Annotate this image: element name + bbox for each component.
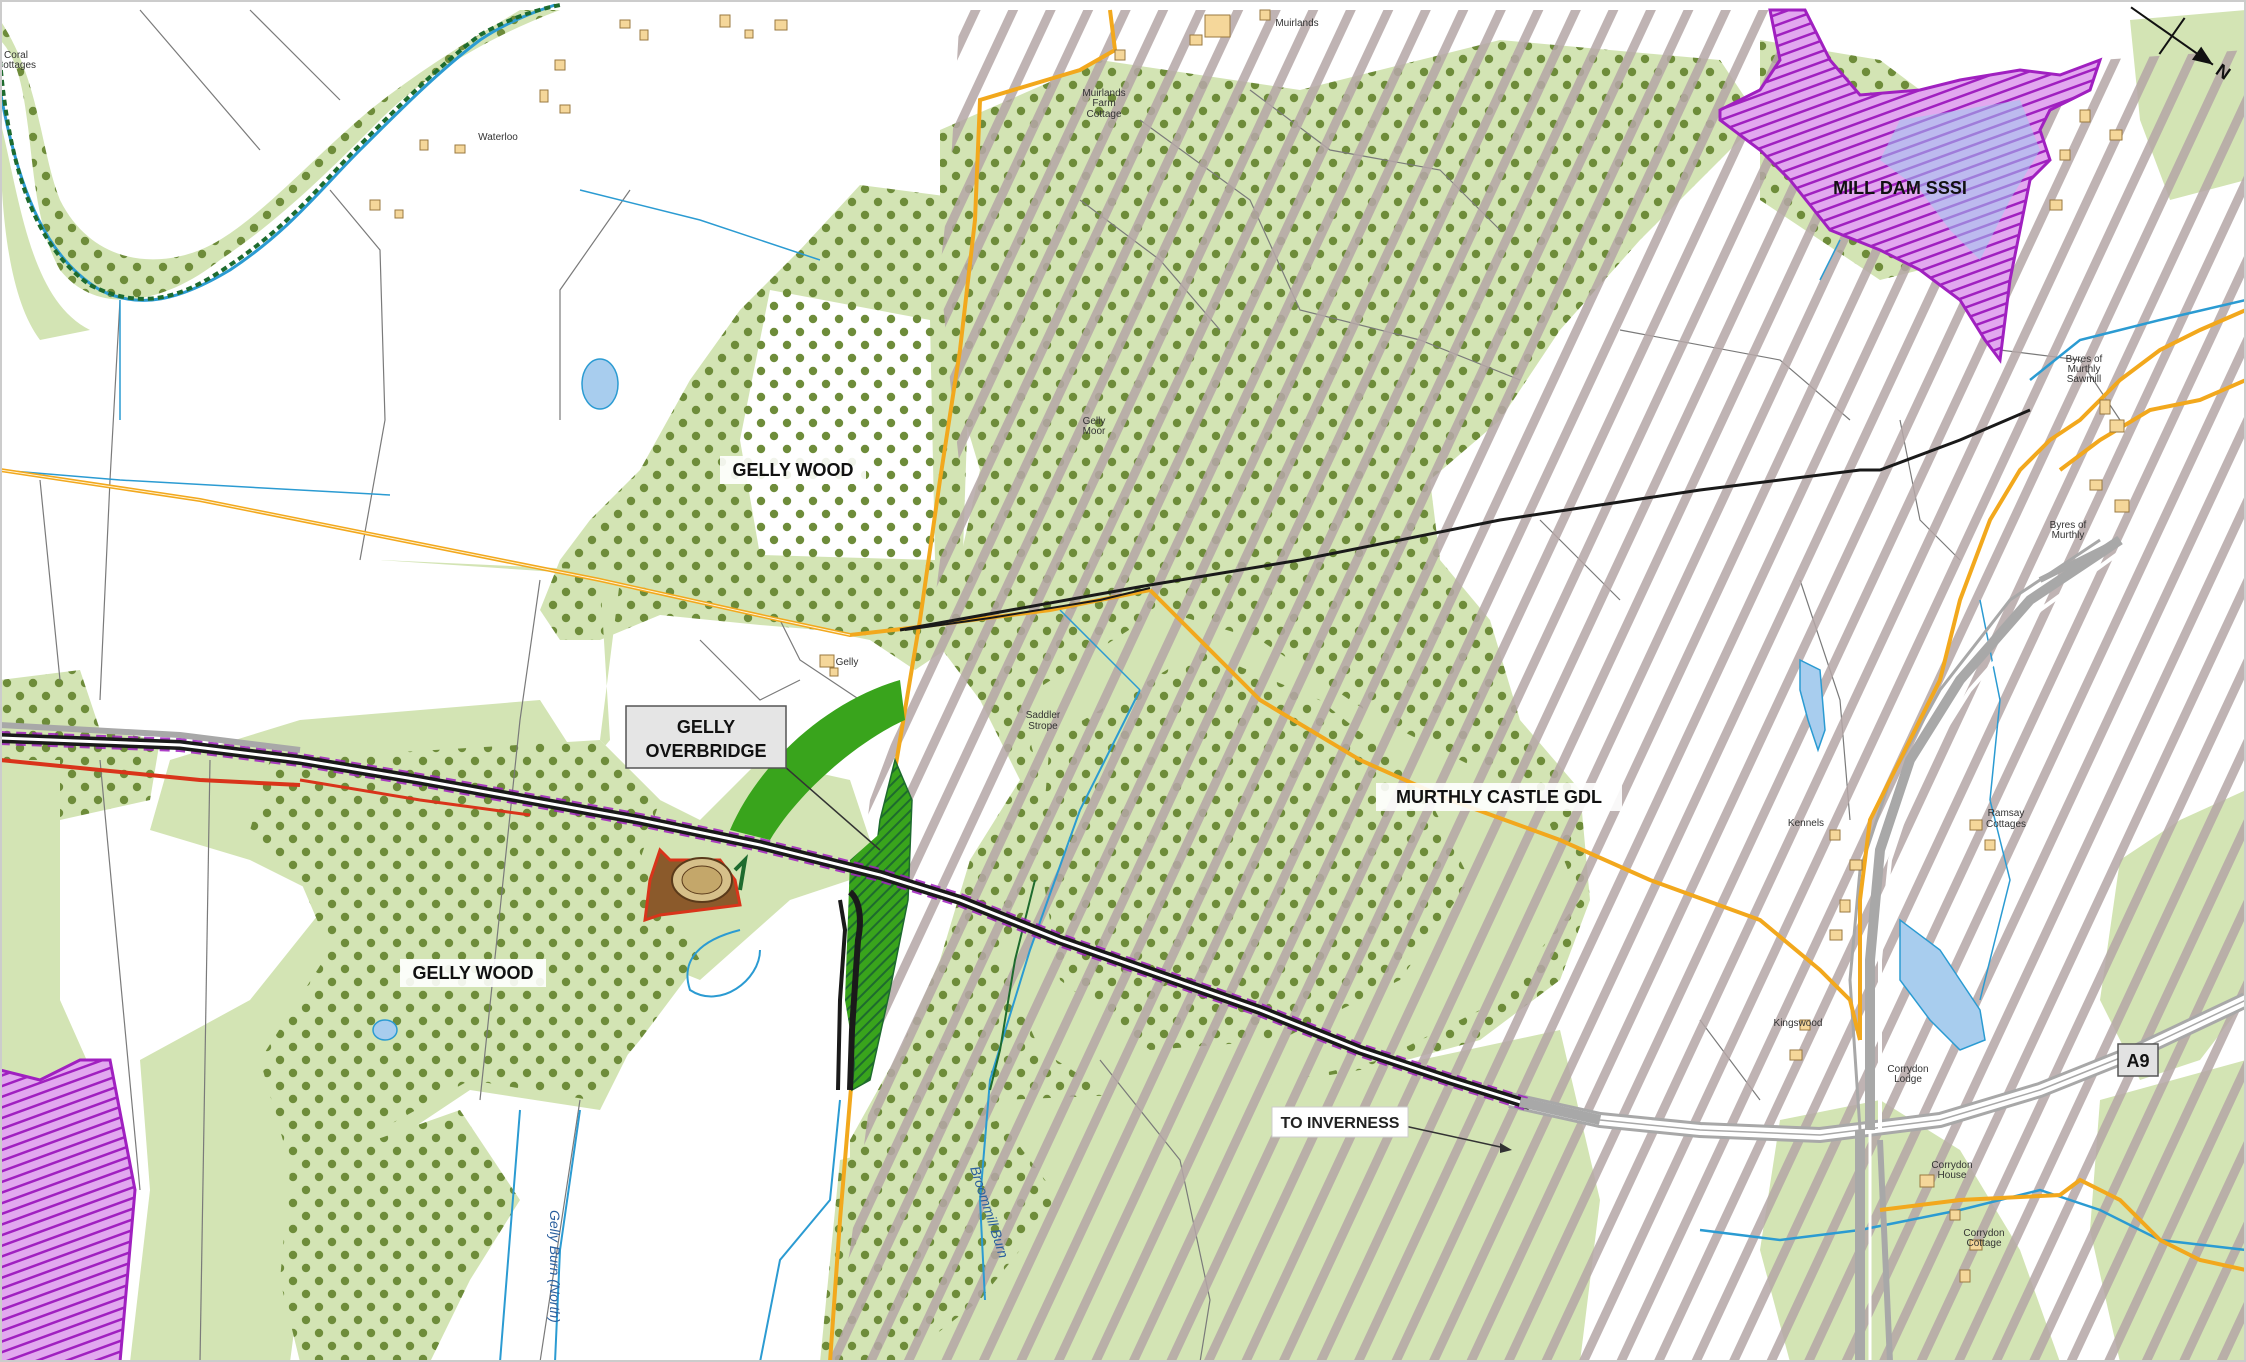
label-gelly-wood-south: GELLY WOOD: [400, 959, 546, 987]
sssi-sw: [0, 1058, 137, 1362]
stream-south: [759, 1099, 841, 1362]
svg-text:Cottages: Cottages: [1986, 819, 2026, 830]
to-inverness-arrow: [1399, 1124, 1512, 1153]
svg-text:Muirlands: Muirlands: [1082, 88, 1125, 99]
track-route: [899, 408, 2031, 632]
svg-text:Kingswood: Kingswood: [1774, 1018, 1823, 1029]
road-east: [1148, 588, 1862, 1041]
proposed-alignment: [0, 722, 1602, 1125]
water-features: [0, 3, 2246, 1362]
buildings: [369, 9, 2130, 1283]
svg-text:Strope: Strope: [1028, 721, 1058, 732]
woodland-pale-nw: [0, 120, 90, 340]
svg-text:GELLY WOOD: GELLY WOOD: [412, 963, 533, 983]
pond-central: [1799, 658, 1826, 753]
gdl-boundary-hatch: [830, 10, 2246, 1362]
stream-sssi: [1819, 239, 1841, 281]
svg-text:Cottage: Cottage: [1966, 1238, 2001, 1249]
place-names: Coral Cottages Waterloo Muirlands Muirla…: [0, 18, 2103, 1249]
svg-text:Moor: Moor: [1083, 426, 1106, 437]
a9-road-shield: A9: [2117, 1043, 2159, 1077]
svg-text:Waterloo: Waterloo: [478, 132, 518, 143]
svg-text:Byres of: Byres of: [2066, 354, 2103, 365]
svg-text:Gelly: Gelly: [836, 657, 859, 668]
svg-text:Saddler: Saddler: [1026, 710, 1061, 721]
road-casing: [0, 469, 851, 636]
svg-text:Gelly: Gelly: [1083, 416, 1106, 427]
svg-text:MILL DAM SSSI: MILL DAM SSSI: [1833, 178, 1967, 198]
svg-text:Muirlands: Muirlands: [1275, 18, 1318, 29]
svg-text:A9: A9: [2126, 1051, 2149, 1071]
sssi-mill-dam: [1718, 8, 2103, 364]
svg-text:Corrydon: Corrydon: [1887, 1064, 1928, 1075]
svg-text:Kennels: Kennels: [1788, 818, 1824, 829]
svg-text:Murthly: Murthly: [2068, 364, 2101, 375]
svg-text:Murthly: Murthly: [2052, 530, 2085, 541]
pond-west: [581, 358, 619, 410]
label-gelly-burn: Gelly Burn (North): [547, 1210, 563, 1323]
overbridge-embankment-north: [730, 680, 905, 840]
woodland-riverside-nw: [0, 10, 560, 300]
label-murthly-castle-gdl: MURTHLY CASTLE GDL: [1376, 783, 1622, 811]
callout-to-inverness: TO INVERNESS: [1271, 1106, 1409, 1138]
svg-text:House: House: [1938, 1170, 1967, 1181]
svg-text:Byres of: Byres of: [2050, 520, 2087, 531]
pond-gelly-wood: [372, 1019, 398, 1041]
broommill-burn: [978, 689, 1141, 1301]
gelly-burn: [499, 929, 761, 1362]
woodland-gelly-north-clearing: [740, 290, 935, 560]
svg-text:Lodge: Lodge: [1894, 1074, 1922, 1085]
stream-east: [1979, 599, 2011, 1001]
svg-text:OVERBRIDGE: OVERBRIDGE: [645, 741, 766, 761]
svg-text:Corrydon: Corrydon: [1963, 1228, 2004, 1239]
svg-text:GELLY WOOD: GELLY WOOD: [732, 460, 853, 480]
callout-gelly-overbridge: GELLY OVERBRIDGE: [625, 705, 787, 769]
svg-text:Sawmill: Sawmill: [2067, 374, 2101, 385]
river-nw-path: [0, 3, 561, 301]
svg-text:Coral: Coral: [4, 50, 28, 61]
access-track: [904, 587, 1151, 631]
stream-centre: [1059, 609, 1141, 691]
svg-text:Cottage: Cottage: [1086, 109, 1121, 120]
label-gelly-wood-north: GELLY WOOD: [720, 456, 866, 484]
svg-text:GELLY: GELLY: [677, 717, 735, 737]
svg-text:Cottages: Cottages: [0, 60, 36, 71]
label-mill-dam-sssi: MILL DAM SSSI: [1833, 178, 1967, 198]
svg-text:Corrydon: Corrydon: [1931, 1160, 1972, 1171]
road-east-2: [1858, 308, 2246, 1040]
road-sssi: [2058, 378, 2246, 472]
lake-east: [1899, 918, 1986, 1051]
svg-text:TO INVERNESS: TO INVERNESS: [1281, 1115, 1400, 1132]
construction-compound: [643, 847, 748, 923]
svg-text:Farm: Farm: [1092, 98, 1115, 109]
svg-text:Ramsay: Ramsay: [1988, 808, 2025, 819]
stream-field-west: [0, 300, 391, 496]
stream-field-north: [579, 189, 821, 261]
svg-text:MURTHLY CASTLE GDL: MURTHLY CASTLE GDL: [1396, 787, 1602, 807]
river-east: [2029, 298, 2246, 381]
woodland-south-dots: [280, 1110, 520, 1362]
road-south-east: [1879, 1177, 2246, 1272]
